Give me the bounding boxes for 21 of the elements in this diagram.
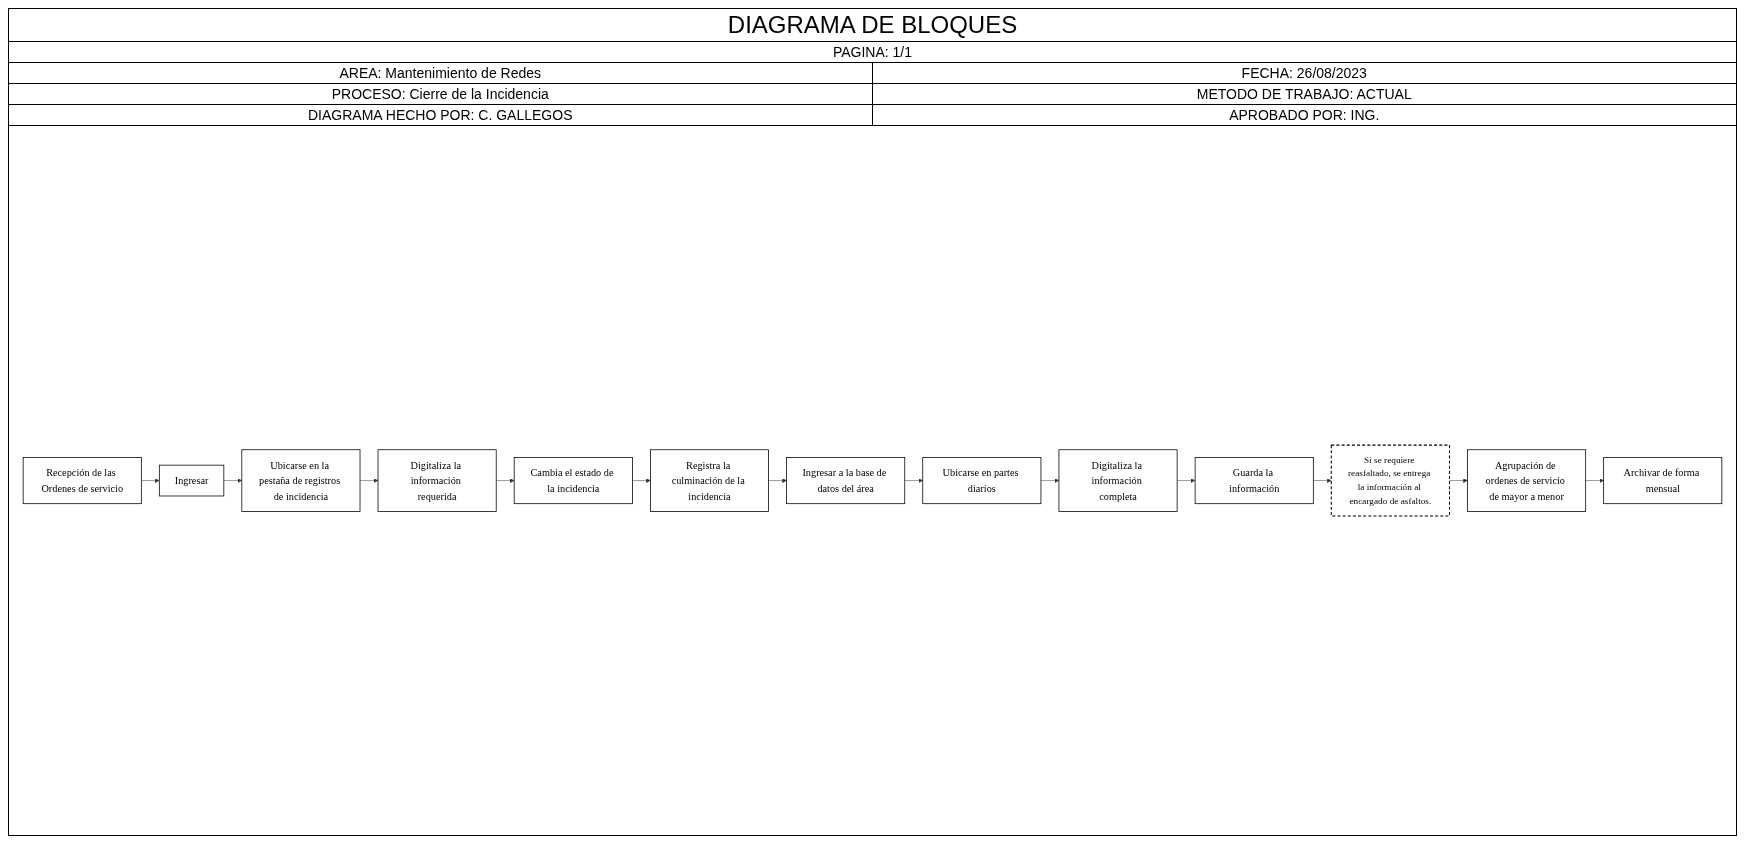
node-box: Ubicarse en partes diarios (922, 457, 1042, 504)
header-field: APROBADO POR: ING. (872, 105, 1736, 126)
node-box: Agrupación de ordenes de servicio de mayor a menor (1467, 449, 1587, 512)
diagram-title: DIAGRAMA DE BLOQUES (9, 9, 1736, 42)
node-box: Cambia el estado de la incidencia (513, 457, 633, 504)
node-box: Ingresar a la base de datos del área (786, 457, 906, 504)
header-field: FECHA: 26/08/2023 (872, 63, 1736, 84)
header-field: AREA: Mantenimiento de Redes (9, 63, 873, 84)
node-box: Ubicarse en la pestaña de registros de incidencia (241, 449, 361, 512)
header-field: METODO DE TRABAJO: ACTUAL (872, 84, 1736, 105)
node-box: Si se requiere reasfaltado, se entrega la información al encargado de asfaltos. (1330, 444, 1450, 517)
header-field: PAGINA: 1/1 (9, 42, 1736, 63)
node-box: Digitaliza la información completa (1058, 449, 1178, 512)
node-box: Digitaliza la información requerida (377, 449, 497, 512)
node-box: Recepción de las Ordenes de servicio (22, 457, 142, 504)
node-box: Ingresar (158, 464, 225, 497)
node-box: Archivar de forma mensual (1603, 457, 1723, 504)
header-field: PROCESO: Cierre de la Incidencia (9, 84, 873, 105)
header-field: DIAGRAMA HECHO POR: C. GALLEGOS (9, 105, 873, 126)
node-box: Guarda la información (1194, 457, 1314, 504)
node-box: Registra la culminación de la incidencia (650, 449, 769, 512)
